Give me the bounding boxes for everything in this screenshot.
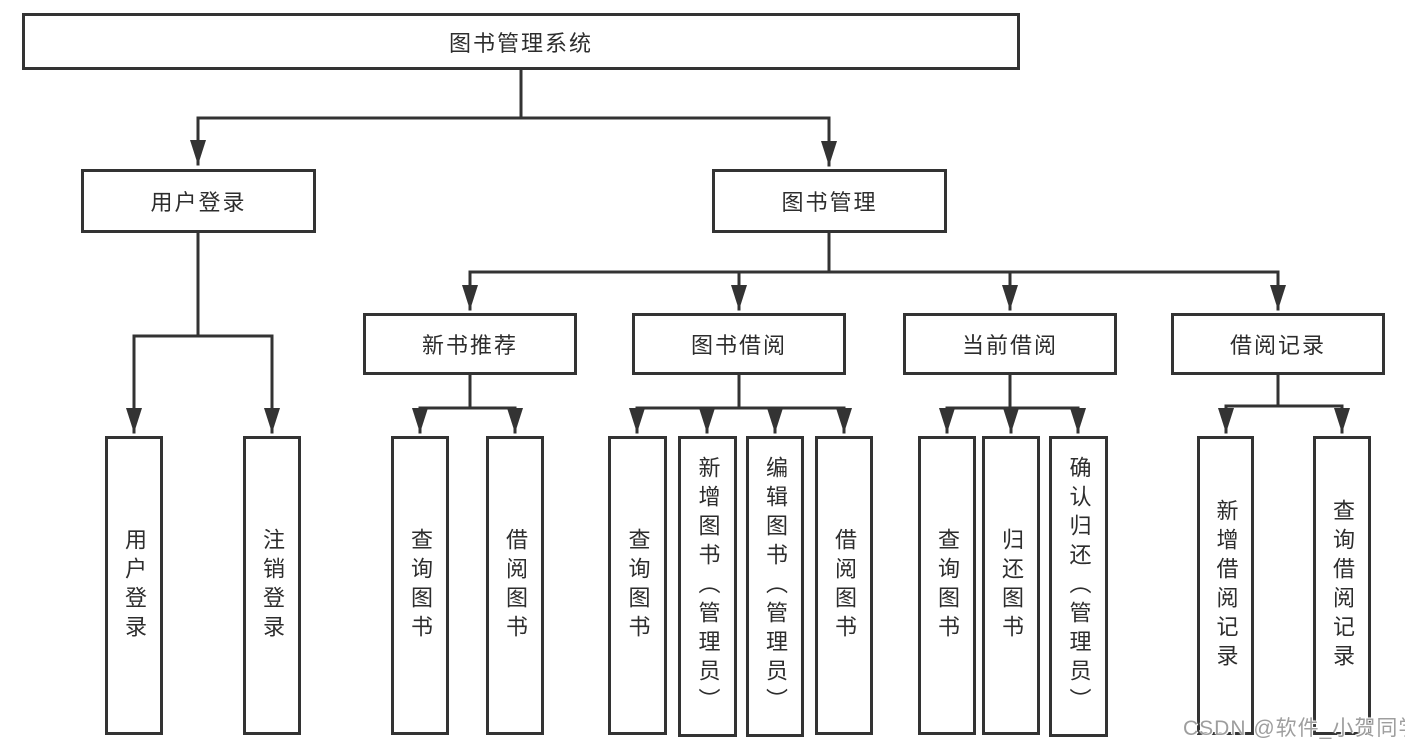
node-label: 借阅图书: [503, 527, 528, 644]
node-label: 查询图书: [935, 527, 960, 644]
node-label: 图书管理: [781, 190, 878, 215]
leaf-edit-books-admin: 编辑图书（管理员）: [746, 436, 804, 737]
node-new-book-recommendation: 新书推荐: [363, 313, 577, 375]
node-label: 借阅图书: [832, 527, 857, 644]
leaf-logout: 注销登录: [243, 436, 301, 735]
node-book-management: 图书管理: [712, 169, 947, 233]
node-label: 查询图书: [625, 527, 651, 644]
node-label: 注销登录: [260, 527, 285, 644]
node-label: 查询图书: [408, 527, 433, 644]
node-label: 新书推荐: [421, 333, 518, 358]
leaf-user-login: 用户登录: [105, 436, 163, 735]
node-current-borrowing: 当前借阅: [903, 313, 1117, 375]
node-user-login: 用户登录: [81, 169, 316, 233]
leaf-add-borrow-record: 新增借阅记录: [1197, 436, 1254, 735]
node-label: 归还图书: [999, 527, 1024, 644]
node-label: 当前借阅: [961, 333, 1058, 358]
leaf-add-books-admin: 新增图书（管理员）: [678, 436, 737, 737]
leaf-current-query-books: 查询图书: [918, 436, 976, 735]
node-library-management-system: 图书管理系统: [22, 13, 1020, 70]
node-label: 查询借阅记录: [1330, 498, 1355, 673]
leaf-borrow-books: 借阅图书: [815, 436, 873, 735]
node-label: 新增借阅记录: [1213, 498, 1239, 673]
node-label: 借阅记录: [1229, 333, 1326, 358]
node-label: 确认归还（管理员）: [1066, 456, 1092, 717]
node-label: 新增图书（管理员）: [695, 456, 721, 717]
csdn-watermark: CSDN @软件_小贺同学: [1183, 717, 1405, 740]
node-label: 用户登录: [150, 190, 247, 215]
node-label: 用户登录: [122, 527, 147, 644]
node-label: 图书管理系统: [448, 30, 593, 56]
leaf-recommend-query-books: 查询图书: [391, 436, 449, 735]
leaf-recommend-borrow-books: 借阅图书: [486, 436, 544, 735]
leaf-query-borrow-record: 查询借阅记录: [1313, 436, 1371, 735]
node-book-borrowing: 图书借阅: [632, 313, 846, 375]
node-label: 图书借阅: [690, 333, 787, 358]
leaf-borrowing-query-books: 查询图书: [608, 436, 667, 735]
leaf-confirm-return-admin: 确认归还（管理员）: [1049, 436, 1108, 737]
node-borrowing-records: 借阅记录: [1171, 313, 1385, 375]
leaf-return-books: 归还图书: [982, 436, 1040, 735]
node-label: 编辑图书（管理员）: [763, 456, 788, 717]
